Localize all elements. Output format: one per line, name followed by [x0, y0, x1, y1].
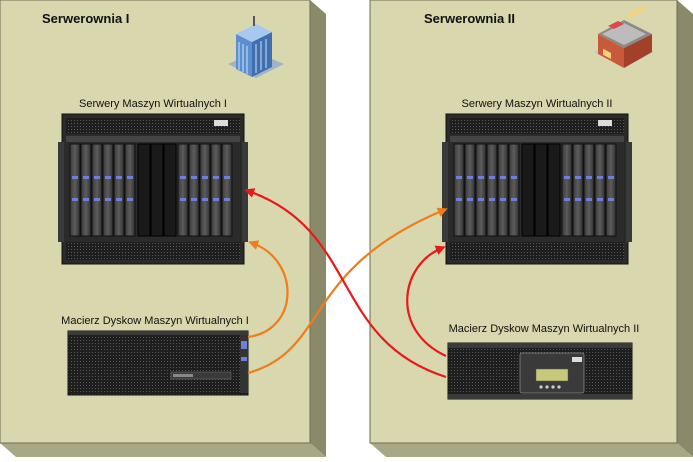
blade-server-chassis-1	[58, 113, 248, 265]
blade-bay-right	[177, 143, 233, 237]
blade-bay-right	[561, 143, 617, 237]
room-1-title: Serwerownia I	[42, 11, 130, 26]
blade-bay-left	[453, 143, 520, 237]
arrow-storage-2-to-servers-1	[244, 188, 447, 379]
storage-array-2	[447, 342, 633, 400]
lcd-display	[535, 368, 569, 382]
ibm-badge	[598, 120, 612, 126]
blade-server-chassis-2	[442, 113, 632, 265]
office-building-icon	[228, 16, 284, 78]
storage-1-label: Macierz Dyskow Maszyn Wirtualnych I	[61, 315, 249, 327]
room-1-side-wall	[310, 0, 326, 457]
arrow-storage-2-to-servers-2	[406, 245, 447, 357]
blade-bay-left	[69, 143, 136, 237]
room-2-title: Serwerownia II	[424, 11, 516, 26]
room-1-bottom-wall	[0, 443, 326, 457]
blank-bays	[521, 143, 561, 237]
room-2-side-wall	[677, 0, 693, 457]
storage-array-1	[67, 330, 249, 396]
room-2-bottom-wall	[370, 443, 693, 457]
blank-bays	[137, 143, 177, 237]
arrow-storage-1-to-servers-1	[247, 240, 289, 339]
ibm-badge	[214, 120, 228, 126]
arrow-storage-1-to-servers-2	[247, 207, 448, 375]
servers-2-label: Serwery Maszyn Wirtualnych II	[461, 98, 613, 110]
servers-1-label: Serwery Maszyn Wirtualnych I	[79, 98, 227, 110]
ibm-badge	[572, 357, 582, 362]
storage-2-label: Macierz Dyskow Maszyn Wirtualnych II	[448, 323, 640, 335]
storefront-building-icon	[594, 5, 654, 68]
connection-arrows	[244, 188, 448, 379]
